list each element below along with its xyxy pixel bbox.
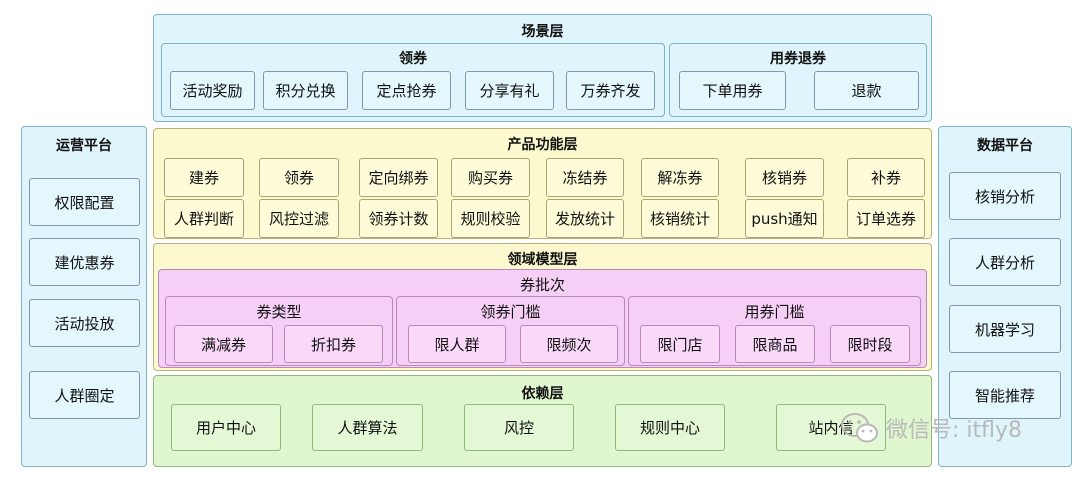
use-refund-group-title: 用券退券 xyxy=(770,51,826,67)
watermark: 微信号: itfly8 xyxy=(840,408,1070,448)
claim-group: 领券 活动奖励 积分兑换 定点抢券 分享有礼 万券齐发 xyxy=(161,43,665,117)
scene-item: 活动奖励 xyxy=(170,71,255,110)
product-function-item: 发放统计 xyxy=(546,199,624,238)
product-function-item: 领券计数 xyxy=(359,199,438,238)
product-function-item: 规则校验 xyxy=(451,199,530,238)
coupon-batch: 券批次 券类型 满减券 折扣券 领券门槛 限人群 限频次 用券门槛 限门店 限商… xyxy=(158,269,927,368)
claim-threshold-item: 限人群 xyxy=(408,325,506,363)
product-function-item: 购买券 xyxy=(451,158,530,197)
data-item: 智能推荐 xyxy=(949,371,1061,419)
use-threshold-item: 限门店 xyxy=(640,325,720,363)
data-platform: 数据平台 核销分析 人群分析 机器学习 智能推荐 xyxy=(938,126,1072,467)
dependency-item: 风控 xyxy=(464,404,574,451)
domain-layer-title: 领域模型层 xyxy=(507,252,578,268)
product-function-item: 补券 xyxy=(847,158,925,197)
claim-threshold-item: 限频次 xyxy=(520,325,618,363)
scene-item: 分享有礼 xyxy=(465,71,554,110)
dependency-layer: 依赖层 用户中心 人群算法 风控 规则中心 站内信 xyxy=(153,375,932,467)
dependency-item: 规则中心 xyxy=(615,404,725,451)
watermark-text: 微信号: itfly8 xyxy=(886,418,1023,443)
product-function-item: 解冻券 xyxy=(641,158,719,197)
wechat-icon xyxy=(841,413,878,443)
claim-threshold-group: 领券门槛 限人群 限频次 xyxy=(396,296,625,366)
ops-item: 活动投放 xyxy=(29,299,140,347)
coupon-batch-title: 券批次 xyxy=(519,276,565,294)
ops-item: 人群圈定 xyxy=(29,371,140,419)
domain-layer: 领域模型层 券批次 券类型 满减券 折扣券 领券门槛 限人群 限频次 用券门槛 … xyxy=(153,243,932,371)
scene-item: 退款 xyxy=(814,71,919,110)
use-threshold-item: 限商品 xyxy=(735,325,815,363)
coupon-type-title: 券类型 xyxy=(256,303,302,321)
data-platform-title: 数据平台 xyxy=(977,138,1033,154)
product-function-item: 人群判断 xyxy=(164,199,244,238)
dependency-layer-title: 依赖层 xyxy=(521,386,564,402)
product-function-item: 定向绑券 xyxy=(359,158,438,197)
product-function-item: 建券 xyxy=(164,158,244,197)
product-function-item: push通知 xyxy=(745,199,824,238)
product-function-item: 领券 xyxy=(259,158,339,197)
product-function-item: 订单选券 xyxy=(847,199,925,238)
scene-item: 下单用券 xyxy=(679,71,786,110)
scene-layer: 场景层 领券 活动奖励 积分兑换 定点抢券 分享有礼 万券齐发 用券退券 下单用… xyxy=(153,14,932,122)
use-refund-group: 用券退券 下单用券 退款 xyxy=(669,43,927,117)
product-function-item: 核销券 xyxy=(745,158,824,197)
scene-item: 万券齐发 xyxy=(566,71,655,110)
ops-item: 权限配置 xyxy=(29,178,140,226)
scene-item: 定点抢券 xyxy=(362,71,451,110)
coupon-type-item: 满减券 xyxy=(174,325,273,363)
use-threshold-item: 限时段 xyxy=(830,325,910,363)
coupon-type-group: 券类型 满减券 折扣券 xyxy=(165,296,393,366)
product-function-item: 核销统计 xyxy=(641,199,719,238)
product-layer: 产品功能层 建券领券定向绑券购买券冻结券解冻券核销券补券 人群判断风控过滤领券计… xyxy=(153,128,932,239)
claim-threshold-title: 领券门槛 xyxy=(480,303,541,321)
product-layer-title: 产品功能层 xyxy=(507,137,578,153)
ops-item: 建优惠券 xyxy=(29,238,140,286)
ops-platform: 运营平台 权限配置 建优惠券 活动投放 人群圈定 xyxy=(21,126,147,467)
data-item: 机器学习 xyxy=(949,305,1061,353)
dependency-item: 人群算法 xyxy=(312,404,423,451)
ops-platform-title: 运营平台 xyxy=(56,138,112,154)
coupon-type-item: 折扣券 xyxy=(284,325,383,363)
claim-group-title: 领券 xyxy=(399,51,427,67)
product-function-item: 风控过滤 xyxy=(259,199,339,238)
use-threshold-title: 用券门槛 xyxy=(744,303,805,321)
product-function-item: 冻结券 xyxy=(546,158,624,197)
use-threshold-group: 用券门槛 限门店 限商品 限时段 xyxy=(628,296,921,366)
data-item: 核销分析 xyxy=(949,172,1061,220)
scene-layer-title: 场景层 xyxy=(521,24,564,40)
dependency-item: 用户中心 xyxy=(171,404,281,451)
scene-item: 积分兑换 xyxy=(263,71,348,110)
data-item: 人群分析 xyxy=(949,238,1061,286)
